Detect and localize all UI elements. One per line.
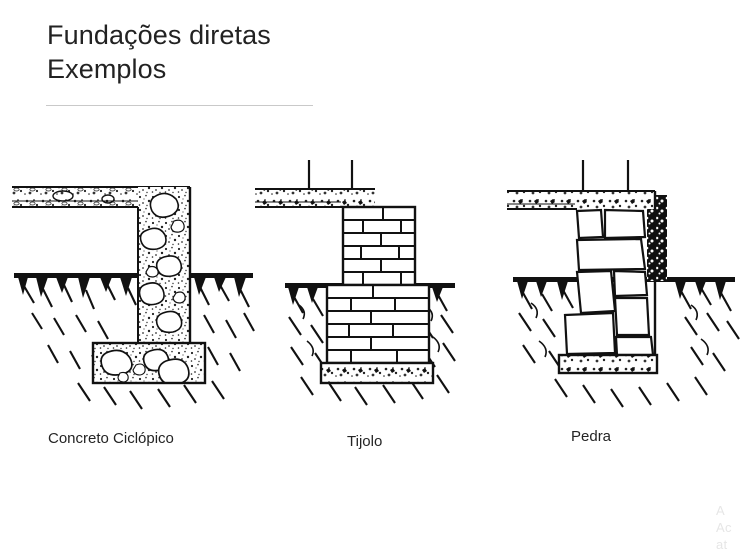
figures-row [0,155,750,425]
caption-tijolo: Tijolo [347,433,383,450]
figure-tijolo [255,155,495,420]
rebar-lines [307,160,354,191]
ground-hatch-left [14,273,255,410]
title-line-1: Fundações diretas [47,20,271,50]
rebar-lines [581,160,630,193]
concrete-blinding [319,361,435,385]
concrete-blinding [557,353,659,375]
concreto-ciclopico-drawing [12,186,255,410]
watermark-line-1: A [716,503,725,518]
figure-concreto-ciclopico [8,155,258,420]
brick-footing [325,283,431,365]
title-line-2: Exemplos [47,54,167,84]
rubble-backfill [647,195,667,281]
watermark-line-3: at [716,537,728,552]
stone-masonry [563,208,655,357]
caption-pedra: Pedra [571,428,612,445]
brick-pier [341,205,417,287]
page-title: Fundações diretas Exemplos [47,18,667,86]
pedra-drawing [507,160,740,408]
title-divider [46,105,313,106]
watermark-line-2: Ac [716,520,732,535]
caption-concreto-ciclopico: Concreto Ciclópico [48,430,174,447]
slab-concrete [507,190,655,210]
corner-watermark: A Ac at [716,502,750,553]
footing-base [91,341,207,385]
tijolo-drawing [255,160,456,406]
slab-concrete [255,188,375,208]
footing-stem [137,187,192,347]
figure-pedra [495,155,745,420]
